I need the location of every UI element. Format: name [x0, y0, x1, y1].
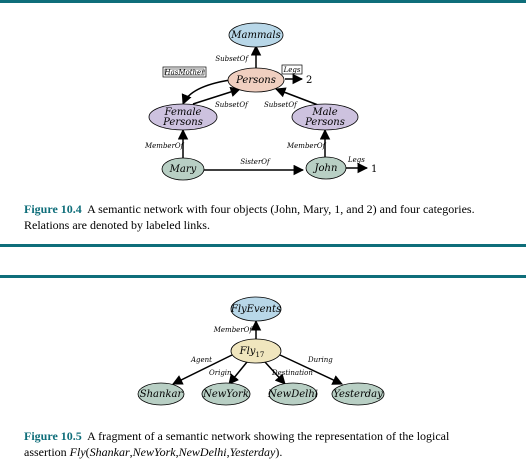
edge-hasmother [181, 79, 231, 105]
edge-female-persons [192, 86, 242, 105]
edge-male-persons [275, 87, 319, 106]
label-destination: Destination [271, 369, 313, 377]
node-female-persons [148, 103, 218, 131]
node-john-label: John [313, 163, 338, 174]
label-during: During [307, 356, 333, 364]
caption-arg-newyork: NewYork [132, 445, 176, 459]
label-legs-john: Legs [347, 156, 365, 164]
label-subsetof-male: SubsetOf [264, 101, 298, 109]
caption-arg-yesterday: Yesterday [229, 445, 276, 459]
label-legs-persons: Legs [283, 66, 301, 74]
node-newyork-label: NewYork [202, 389, 249, 400]
figure-10-5-text-2-prefix: assertion [24, 445, 70, 459]
figure-10-4-diagram: Mammals Persons Female Persons Male Pers… [144, 22, 377, 181]
label-subsetof-mammals: SubsetOf [215, 55, 249, 63]
value-legs-1: 1 [371, 164, 377, 175]
node-yesterday-label: Yesterday [333, 389, 383, 400]
node-male-label-2: Persons [304, 117, 345, 128]
label-memberof-john: MemberOf [286, 142, 327, 150]
node-newyork [201, 382, 251, 406]
node-mary [161, 157, 205, 181]
figure-10-5-label: Figure 10.5 [24, 429, 82, 443]
label-subsetof-female: SubsetOf [215, 101, 249, 109]
hasmother-box-inner [164, 68, 205, 76]
edge-destination [264, 361, 286, 385]
node-mammals-label: Mammals [230, 30, 280, 41]
node-newdelhi [268, 382, 318, 406]
node-persons [227, 67, 285, 93]
figure-10-5-caption: Figure 10.5 A fragment of a semantic net… [24, 428, 504, 460]
node-flyevents-label: FlyEvents [230, 304, 281, 315]
node-fly17-subscript: 17 [255, 351, 264, 359]
node-male-persons [291, 103, 359, 131]
caption-arg-newdelhi: NewDelhi [178, 445, 227, 459]
label-sisterof: SisterOf [240, 158, 271, 166]
node-persons-label: Persons [235, 75, 276, 86]
edge-during [279, 354, 343, 385]
edge-agent [172, 354, 233, 385]
label-memberof: MemberOf [213, 326, 254, 334]
node-newdelhi-label: NewDelhi [267, 389, 318, 400]
edge-origin [228, 361, 248, 385]
node-male-label-1: Male [311, 107, 337, 118]
node-yesterday [331, 382, 385, 406]
node-mary-label: Mary [169, 164, 197, 175]
figure-10-4-text-2: Relations are denoted by labeled links. [24, 218, 210, 232]
node-mammals [228, 22, 284, 48]
caption-fly: Fly [69, 445, 86, 459]
figure-10-4-text-1: A semantic network with four objects (Jo… [87, 202, 475, 216]
caption-comma-2: , [175, 445, 179, 459]
caption-comma-3: , [226, 445, 230, 459]
caption-open-paren: ( [85, 445, 90, 459]
node-female-label-2: Persons [162, 117, 203, 128]
label-memberof-mary: MemberOf [144, 142, 185, 150]
caption-close: ). [275, 445, 283, 459]
top-rule [0, 0, 526, 3]
node-fly17-base: Fly [239, 346, 256, 357]
bottom-rule-figure-10-4 [0, 244, 526, 247]
figure-10-5-text-1: A fragment of a semantic network showing… [87, 429, 450, 443]
node-shankar [137, 382, 185, 406]
label-agent: Agent [190, 356, 212, 364]
node-john [305, 156, 347, 180]
figure-10-4-caption: Figure 10.4 A semantic network with four… [24, 201, 504, 233]
value-legs-2: 2 [306, 75, 312, 86]
legs-box [281, 64, 303, 75]
node-fly17 [230, 338, 282, 364]
node-flyevents [230, 296, 282, 322]
figure-10-5-diagram: FlyEvents Fly17 Shankar NewYork NewDelhi… [137, 296, 385, 406]
label-hasmother: HasMother [163, 69, 205, 77]
figure-10-4-label: Figure 10.4 [24, 202, 82, 216]
caption-comma-1: , [129, 445, 133, 459]
label-origin: Origin [209, 369, 232, 377]
node-shankar-label: Shankar [140, 389, 184, 400]
top-rule-figure-10-5 [0, 275, 526, 278]
node-fly17-label: Fly17 [239, 346, 265, 359]
caption-arg-shankar: Shankar [89, 445, 130, 459]
node-female-label-1: Female [164, 107, 202, 118]
